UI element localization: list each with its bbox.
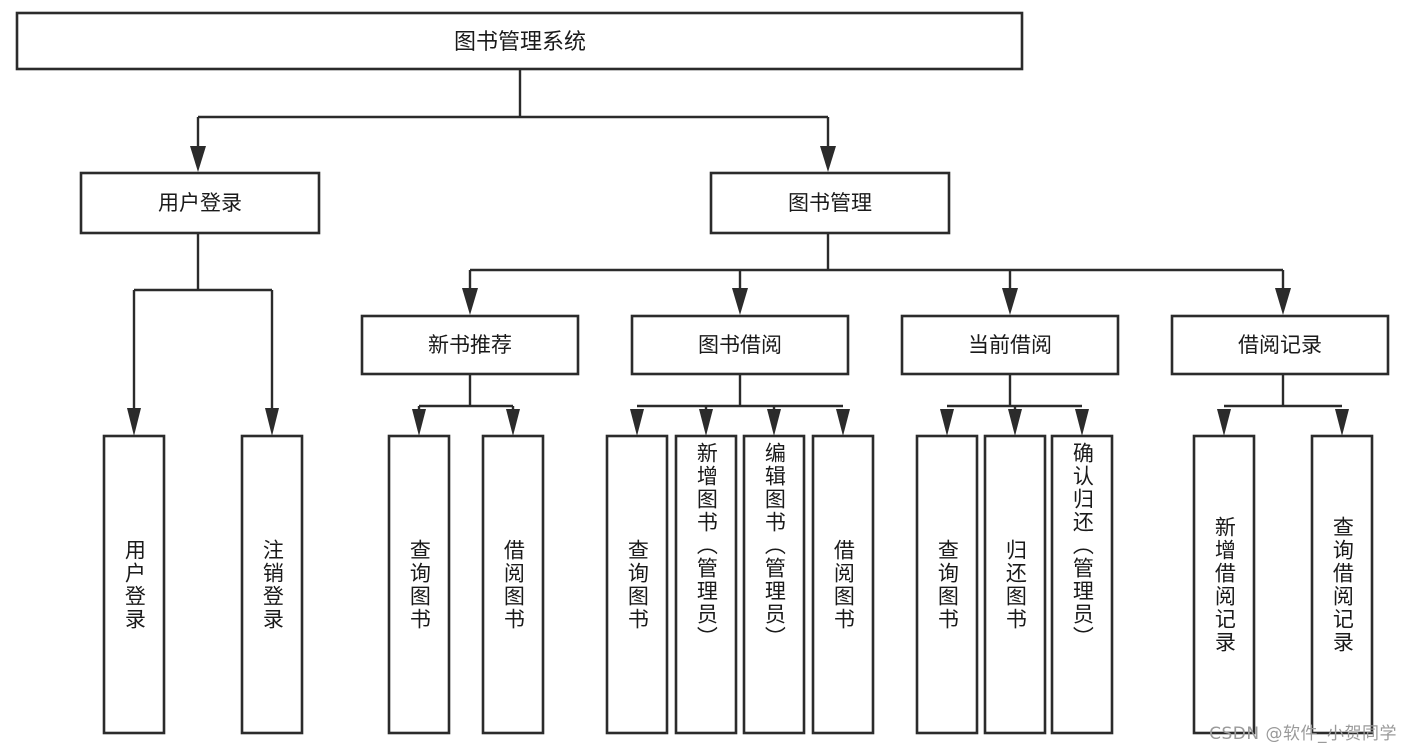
connector-group-user-login	[127, 233, 279, 436]
arrow-head-leaf-query-book-1	[412, 409, 426, 436]
node-box-leaf-add-record[interactable]	[1192, 434, 1256, 735]
node-box-leaf-query-record[interactable]	[1310, 434, 1374, 735]
connector-group-root	[190, 69, 836, 172]
arrow-head-book-management	[820, 146, 836, 172]
arrow-head-leaf-add-book	[699, 409, 713, 436]
arrow-head-borrow-record	[1275, 288, 1291, 315]
node-box-leaf-borrow-book-1[interactable]	[481, 434, 545, 735]
node-box-leaf-return-book[interactable]	[983, 434, 1047, 735]
node-box-book-borrow[interactable]	[630, 314, 850, 376]
connector-group-book-management	[462, 233, 1291, 315]
node-label-borrow-record: 借阅记录	[1238, 333, 1322, 357]
connector-group-current-borrow	[940, 374, 1089, 436]
arrow-head-new-book-recommend	[462, 288, 478, 315]
node-box-leaf-query-book-1[interactable]	[387, 434, 451, 735]
node-box-book-management[interactable]	[709, 171, 951, 235]
node-box-borrow-record[interactable]	[1170, 314, 1390, 376]
node-box-new-book-recommend[interactable]	[360, 314, 580, 376]
node-label-user-login: 用户登录	[158, 191, 242, 215]
arrow-head-leaf-edit-book	[767, 409, 781, 436]
arrow-head-leaf-add-record	[1217, 409, 1231, 436]
connector-group-new-book-recommend	[412, 374, 520, 436]
arrow-head-book-borrow	[732, 288, 748, 315]
node-box-current-borrow[interactable]	[900, 314, 1120, 376]
node-box-leaf-logout-login[interactable]	[240, 434, 304, 735]
node-label-book-management: 图书管理	[788, 191, 872, 215]
node-label-new-book-recommend: 新书推荐	[428, 333, 512, 357]
node-label-current-borrow: 当前借阅	[968, 333, 1052, 357]
node-label-book-borrow: 图书借阅	[698, 333, 782, 357]
arrow-head-leaf-query-record	[1335, 409, 1349, 436]
arrow-head-current-borrow	[1002, 288, 1018, 315]
node-box-user-login[interactable]	[79, 171, 321, 235]
arrow-head-leaf-borrow-book-1	[506, 409, 520, 436]
node-box-leaf-edit-book[interactable]	[742, 434, 806, 735]
arrow-head-leaf-query-book-3	[940, 409, 954, 436]
node-box-leaf-user-login[interactable]	[102, 434, 166, 735]
connector-group-book-borrow	[630, 374, 850, 436]
node-box-leaf-query-book-3[interactable]	[915, 434, 979, 735]
arrow-head-leaf-return-book	[1008, 409, 1022, 436]
csdn-watermark: CSDN @软件_小贺同学	[1209, 724, 1397, 744]
node-box-leaf-query-book-2[interactable]	[605, 434, 669, 735]
arrow-head-user-login	[190, 146, 206, 172]
node-box-leaf-confirm-return[interactable]	[1050, 434, 1114, 735]
arrow-head-leaf-query-book-2	[630, 409, 644, 436]
node-box-leaf-borrow-book-2[interactable]	[811, 434, 875, 735]
arrow-head-leaf-user-login	[127, 408, 141, 436]
arrow-head-leaf-logout-login	[265, 408, 279, 436]
node-label-root: 图书管理系统	[454, 30, 586, 55]
connector-group-borrow-record	[1217, 374, 1349, 436]
node-box-leaf-add-book[interactable]	[674, 434, 738, 735]
arrow-head-leaf-confirm-return	[1075, 409, 1089, 436]
node-box-root[interactable]	[15, 11, 1024, 71]
arrow-head-leaf-borrow-book-2	[836, 409, 850, 436]
